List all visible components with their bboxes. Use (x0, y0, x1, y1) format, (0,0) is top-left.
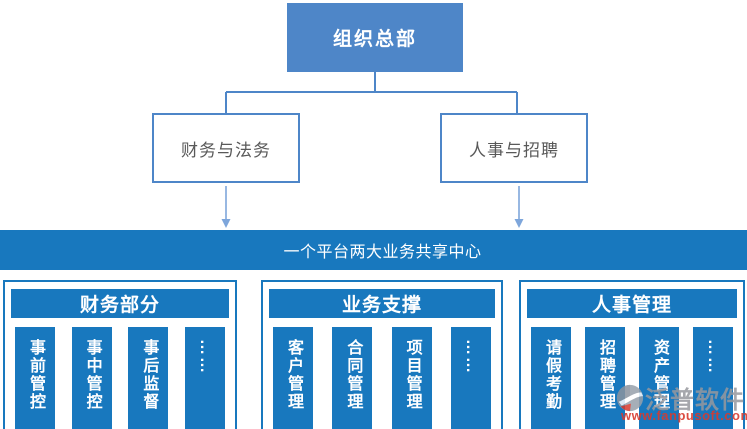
branch-node-label: 财务与法务 (181, 140, 271, 160)
module-box: 事前管控 (15, 327, 55, 429)
module-label: 客户管理 (285, 339, 302, 411)
watermark-brand-text: 泛普软件 (645, 387, 745, 414)
branch-node-label: 人事与招聘 (469, 140, 559, 160)
branch-node-finance-legal: 财务与法务 (152, 113, 300, 183)
group-business-support: 业务支撑 客户管理 合同管理 项目管理 …… (261, 280, 503, 429)
module-box-ellipsis: …… (184, 327, 225, 429)
module-label: 招聘管理 (597, 339, 614, 411)
down-arrow-left (221, 186, 231, 228)
watermark-url-text: www.fanpusoft.com (621, 408, 747, 423)
branch-node-hr-recruiting: 人事与招聘 (440, 113, 588, 183)
platform-band: 一个平台两大业务共享中心 (0, 230, 747, 270)
group-finance-modules: 事前管控 事中管控 事后监督 …… (15, 327, 225, 429)
module-box-ellipsis: …… (693, 327, 733, 429)
module-box: 事后监督 (128, 327, 169, 429)
module-box: 请假考勤 (531, 327, 571, 429)
group-finance-header: 财务部分 (11, 289, 229, 318)
platform-band-label: 一个平台两大业务共享中心 (283, 244, 482, 261)
fanpu-logo-icon (616, 384, 644, 411)
group-business-header: 业务支撑 (269, 289, 495, 318)
group-hr-header: 人事管理 (527, 289, 737, 318)
module-label: 资产管理 (651, 339, 668, 411)
module-label: 事前管控 (27, 339, 44, 411)
module-box: 合同管理 (332, 327, 373, 429)
group-title: 人事管理 (591, 295, 672, 316)
tree-connector-lines (225, 72, 518, 113)
root-node-hq: 组织总部 (287, 3, 463, 72)
module-label: …… (462, 339, 480, 375)
module-box: 资产管理 (639, 327, 679, 429)
module-label: …… (196, 339, 214, 375)
module-label: …… (705, 339, 722, 375)
module-box: 项目管理 (391, 327, 432, 429)
module-label: 请假考勤 (543, 339, 560, 411)
root-node-label: 组织总部 (332, 29, 417, 50)
module-box: 事中管控 (71, 327, 112, 429)
group-title: 业务支撑 (341, 295, 422, 316)
group-hr-modules: 请假考勤 招聘管理 资产管理 …… (531, 327, 733, 429)
group-title: 财务部分 (79, 295, 160, 316)
module-box: 客户管理 (273, 327, 313, 429)
group-business-modules: 客户管理 合同管理 项目管理 …… (273, 327, 491, 429)
watermark: 泛普软件 www.fanpusoft.com (615, 380, 747, 423)
module-label: 项目管理 (403, 339, 421, 411)
module-label: 合同管理 (344, 339, 362, 411)
module-label: 事后监督 (140, 339, 158, 411)
down-arrow-right (514, 186, 524, 228)
module-box-ellipsis: …… (450, 327, 491, 429)
group-finance: 财务部分 事前管控 事中管控 事后监督 …… (3, 280, 237, 429)
module-box: 招聘管理 (585, 327, 625, 429)
module-label: 事中管控 (83, 339, 101, 411)
